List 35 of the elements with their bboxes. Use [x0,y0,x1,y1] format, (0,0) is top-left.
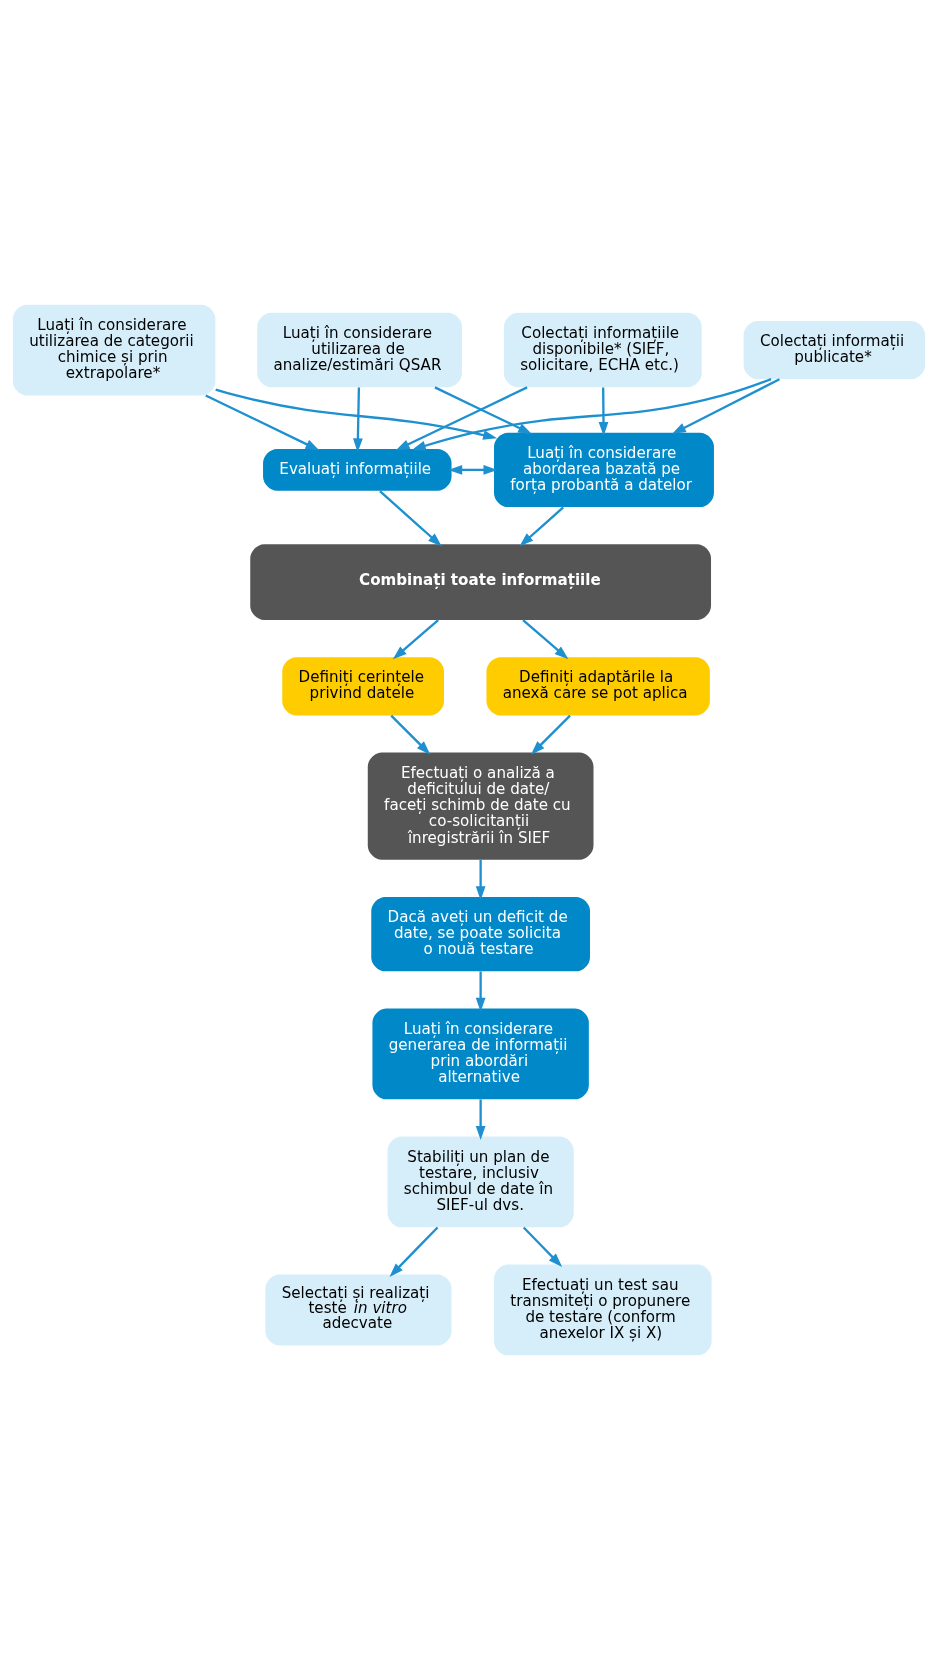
arrow [389,1226,439,1277]
node-box: Colectați informațiile disponibile* (SIEF, solicitare, ECHA etc.) [503,312,702,387]
arrow [519,505,565,546]
node-box: Efectuați o analiză a deficitului de date/ faceți schimb de date cu co-solicitanții înregistrării în SIEF [367,752,594,860]
arrow [475,971,486,1012]
node-box: Dacă aveți un deficit de date, se poate solicita o nouă testare [371,896,590,971]
node-box: Definiți adaptările la anexă care se pot aplica [486,656,710,715]
node-box: Definiți cerințele privind datele [282,656,444,715]
node-box: Combinați toate informațiile [250,543,711,620]
arrow [379,489,442,546]
arrow [434,385,533,434]
arrow [215,387,498,440]
node-box: Luați în considerare utilizarea de analize/estimări QSAR [257,312,462,387]
arrow [395,385,528,450]
node-box: Evaluați informațiile [263,448,452,491]
arrow [392,618,439,659]
arrow [522,1226,563,1267]
node-box: Efectuați un test sau transmiteți o propunere de testare (conform anexelor IX și X) [494,1264,712,1355]
node-box: Luați în considerare abordarea bazată pe forța probantă a datelor [494,432,714,507]
arrow [205,393,320,450]
node-box: Luați în considerare generarea de informații prin abordări alternative [372,1008,589,1099]
node-box: Stabiliți un plan de testare, inclusiv schimbul de date în SIEF-ul dvs. [387,1136,574,1227]
node-box: Colectați informații publicate* [743,320,926,379]
arrow [522,618,569,659]
arrow [598,386,609,436]
node-box: Luați în considerare utilizarea de categorii chimice și prin extrapolare* [12,304,216,395]
arrow [475,1098,486,1140]
arrow [411,377,772,450]
arrow [448,464,498,475]
arrow [671,377,780,434]
node-box: Selectați și realizați teste in vitro adecvate [265,1274,452,1345]
arrow [390,714,431,755]
arrow [530,714,571,755]
arrow [475,859,486,900]
arrow [353,386,363,452]
